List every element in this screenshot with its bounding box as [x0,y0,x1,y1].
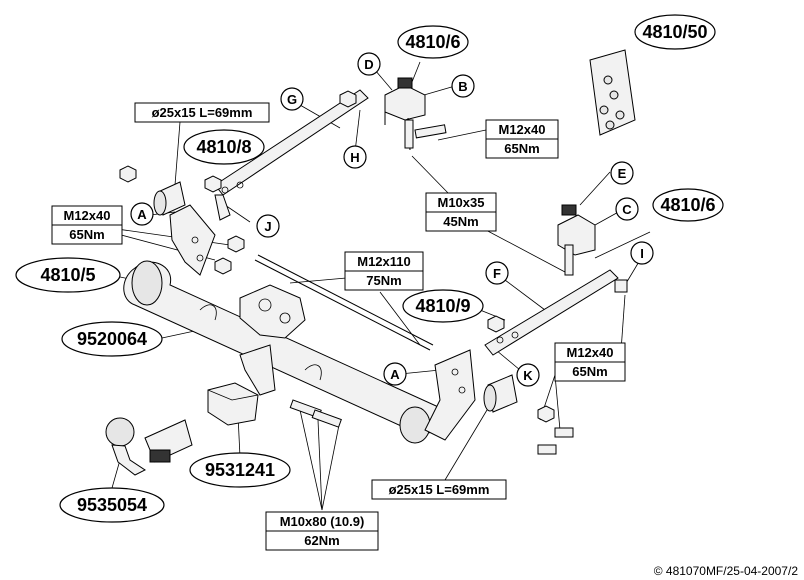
spec-bolt-m10x80: M10x80 (10.9) 62Nm [265,511,379,551]
svg-text:B: B [458,79,467,94]
svg-text:D: D [364,57,373,72]
svg-text:M12x40: M12x40 [567,345,614,360]
letter-a-left: A [130,202,154,226]
letter-a-center: A [383,362,407,386]
svg-text:H: H [350,150,359,165]
right-side-bracket [424,349,476,441]
svg-text:9535054: 9535054 [77,495,147,515]
letter-e: E [610,161,634,185]
svg-text:ø25x15 L=69mm: ø25x15 L=69mm [152,105,253,120]
part-label-9535054: 9535054 [59,487,165,523]
svg-text:K: K [523,368,533,383]
part-label-9520064: 9520064 [61,321,163,357]
spec-tube-bottom: ø25x15 L=69mm [371,479,507,500]
spec-bolt-m12x40-left: M12x40 65Nm [51,205,123,245]
svg-text:4810/5: 4810/5 [40,265,95,285]
spec-bolt-m12x110: M12x110 75Nm [344,251,424,291]
bolt-m12x110 [254,254,434,351]
svg-text:A: A [390,367,400,382]
letter-c: C [615,197,639,221]
spec-bolt-m12x40-top: M12x40 65Nm [485,119,559,159]
electrical-box [207,382,259,426]
svg-text:M10x35: M10x35 [438,195,485,210]
letter-d: D [357,52,381,76]
svg-text:75Nm: 75Nm [366,273,401,288]
part-label-4810-50: 4810/50 [634,14,716,50]
svg-text:65Nm: 65Nm [69,227,104,242]
svg-text:4810/9: 4810/9 [415,296,470,316]
svg-text:9531241: 9531241 [205,460,275,480]
svg-text:4810/6: 4810/6 [405,32,460,52]
svg-text:ø25x15 L=69mm: ø25x15 L=69mm [389,482,490,497]
svg-text:F: F [493,266,501,281]
svg-text:62Nm: 62Nm [304,533,339,548]
part-label-4810-6-right: 4810/6 [652,188,724,222]
svg-text:M12x110: M12x110 [357,254,411,269]
vehicle-detail-4810-50 [589,49,636,136]
part-label-4810-8: 4810/8 [183,129,265,165]
svg-text:G: G [287,92,297,107]
fasteners [119,90,628,455]
svg-text:M12x40: M12x40 [64,208,111,223]
svg-text:4810/6: 4810/6 [660,195,715,215]
spec-tube-top: ø25x15 L=69mm [134,102,270,123]
part-label-9531241: 9531241 [189,452,291,488]
arm-f [484,269,619,356]
letter-b: B [451,74,475,98]
mounting-flange [239,284,306,396]
letter-k: K [516,363,540,387]
part-label-4810-9: 4810/9 [402,289,484,323]
arm-g [214,89,369,221]
svg-text:65Nm: 65Nm [504,141,539,156]
svg-text:45Nm: 45Nm [443,214,478,229]
svg-text:C: C [622,202,632,217]
left-side-bracket [169,204,216,276]
letter-i: I [630,241,654,265]
right-spacer-tube [483,374,518,413]
svg-text:65Nm: 65Nm [572,364,607,379]
part-label-4810-6-top: 4810/6 [397,25,469,59]
spec-bolt-m10x35: M10x35 45Nm [425,192,497,232]
svg-text:4810/50: 4810/50 [642,22,707,42]
svg-text:4810/8: 4810/8 [196,137,251,157]
letter-h: H [343,145,367,169]
svg-text:E: E [618,166,627,181]
left-spacer-tube [153,181,186,216]
bracket-top [384,77,426,151]
spec-bolt-m12x40-right: M12x40 65Nm [554,342,626,382]
svg-text:J: J [264,219,271,234]
letter-f: F [485,261,509,285]
svg-text:M12x40: M12x40 [499,122,546,137]
bracket-right [557,204,596,276]
svg-text:M10x80 (10.9): M10x80 (10.9) [280,514,365,529]
part-label-4810-5: 4810/5 [15,257,121,293]
svg-text:A: A [137,207,147,222]
svg-text:I: I [640,246,644,261]
letter-g: G [280,87,304,111]
svg-text:9520064: 9520064 [77,329,147,349]
copyright-text: © 481070MF/25-04-2007/2 [653,564,798,578]
tow-ball [105,417,193,476]
letter-j: J [256,214,280,238]
